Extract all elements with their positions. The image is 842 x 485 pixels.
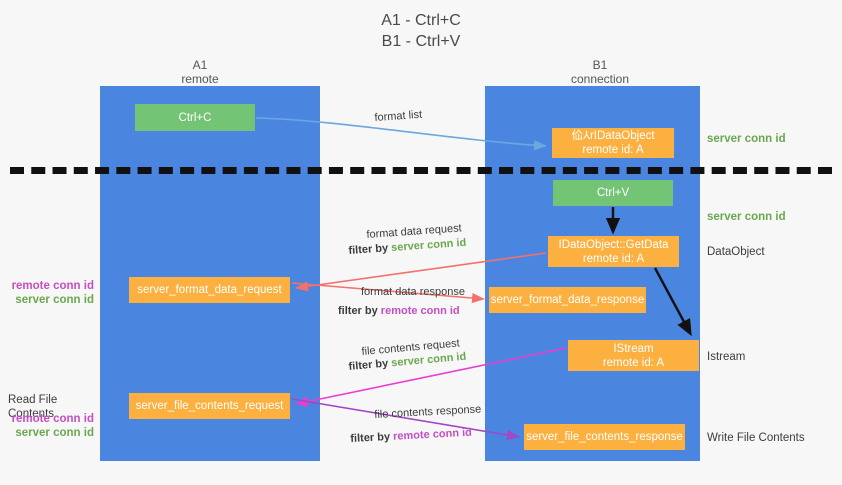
- label-fcreq-filter-prefix: filter by: [348, 357, 392, 373]
- annotation-dataobject: DataObject: [707, 246, 765, 258]
- lane-header-a1-sub: remote: [181, 72, 219, 86]
- box-getdata-title: IDataObject::GetData: [558, 238, 669, 251]
- annotation-istream: Istream: [707, 351, 746, 363]
- annotation-remote-conn-id-b: remote conn id: [11, 413, 94, 425]
- title-line-1: A1 - Ctrl+C: [381, 12, 461, 29]
- annotation-conn-ids-lower: remote conn id server conn id: [8, 412, 94, 440]
- annotation-server-conn-id-top: server conn id: [707, 133, 786, 145]
- label-fdresp-filter-key: remote conn id: [380, 305, 460, 317]
- label-format-data-response: format data response: [361, 286, 465, 298]
- box-istream-title: IStream: [613, 342, 654, 355]
- arrow-format-data-request: [295, 252, 547, 292]
- annotation-conn-ids-upper: remote conn id server conn id: [8, 279, 94, 307]
- lane-header-b1-name: B1: [592, 58, 608, 72]
- title-line-2: B1 - Ctrl+V: [381, 33, 461, 50]
- box-ctrl-c[interactable]: Ctrl+C: [135, 104, 255, 131]
- box-istream-subtitle: remote id: A: [602, 356, 665, 369]
- label-fdresp-filter-prefix: filter by: [338, 305, 381, 317]
- box-server-file-contents-response[interactable]: server_file_contents_response: [524, 424, 685, 450]
- box-idataobject-subtitle: remote id: A: [582, 144, 644, 156]
- box-server-format-data-response-label: server_format_data_response: [490, 294, 645, 306]
- annotation-server-conn-id-mid: server conn id: [707, 211, 786, 223]
- lane-header-b1-sub: connection: [570, 72, 630, 86]
- annotation-server-conn-id-b: server conn id: [15, 427, 94, 439]
- arrow-file-contents-response: [291, 398, 520, 441]
- phase-divider: [10, 167, 832, 174]
- lane-header-a1: A1 remote: [140, 58, 260, 86]
- label-fcresp-filter-key: remote conn id: [392, 426, 473, 443]
- arrow-file-contents-request: [295, 347, 567, 407]
- box-ctrl-v-label: Ctrl+V: [596, 187, 630, 199]
- arrow-format-data-response: [291, 282, 485, 304]
- box-istream[interactable]: IStream remote id: A: [568, 340, 699, 371]
- lane-header-a1-name: A1: [192, 58, 208, 72]
- box-ctrl-c-label: Ctrl+C: [178, 111, 212, 124]
- box-server-file-contents-response-label: server_file_contents_response: [526, 431, 683, 443]
- box-server-format-data-request[interactable]: server_format_data_request: [129, 277, 290, 303]
- label-format-data-response-filter: filter by remote conn id: [338, 304, 460, 319]
- annotation-write-file-contents: Write File Contents: [707, 432, 805, 444]
- label-fdreq-filter-key: server conn id: [390, 236, 467, 254]
- box-getdata-subtitle: remote id: A: [582, 252, 645, 265]
- box-server-file-contents-request[interactable]: server_file_contents_request: [129, 393, 290, 419]
- annotation-remote-conn-id-a: remote conn id: [11, 280, 94, 292]
- label-fcresp-filter-prefix: filter by: [350, 430, 394, 445]
- arrow-getdata-to-istream: [653, 267, 692, 337]
- lane-header-b1: B1 connection: [540, 58, 660, 86]
- box-server-file-contents-request-label: server_file_contents_request: [135, 400, 284, 412]
- box-ctrl-v[interactable]: Ctrl+V: [553, 180, 673, 206]
- label-fdreq-filter-prefix: filter by: [348, 242, 392, 257]
- page-title: A1 - Ctrl+C B1 - Ctrl+V: [0, 10, 842, 52]
- box-idataobject-getdata[interactable]: IDataObject::GetData remote id: A: [548, 236, 679, 267]
- box-server-format-data-request-label: server_format_data_request: [137, 284, 282, 296]
- arrow-format-list: [255, 117, 547, 151]
- annotation-read-file-contents: Read File Contents: [8, 394, 58, 420]
- box-server-format-data-response[interactable]: server_format_data_response: [489, 287, 646, 313]
- box-idataobject[interactable]: 佡⅄rIDataObject remote id: A: [552, 128, 674, 158]
- annotation-server-conn-id-a: server conn id: [15, 294, 94, 306]
- box-idataobject-title: 佡⅄rIDataObject: [571, 130, 655, 142]
